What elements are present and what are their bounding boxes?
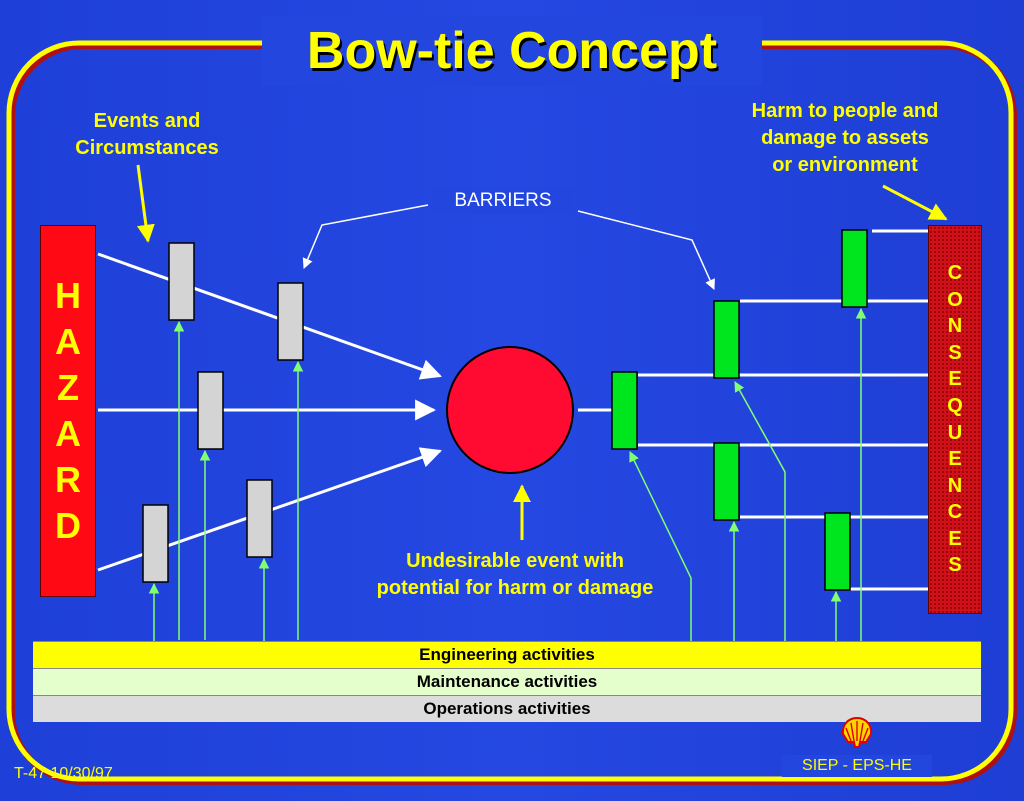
consequence-letter: O — [947, 288, 963, 311]
threat-barrier-2 — [277, 282, 304, 361]
harm-label-line-3: or environment — [772, 154, 918, 176]
harm-label: Harm to people and damage to assets or e… — [722, 98, 968, 179]
consequence-letter: C — [947, 501, 963, 524]
undesirable-label-line-1: Undesirable event with — [406, 550, 624, 572]
barriers-callout-left — [302, 204, 429, 269]
consequence-letter: E — [948, 448, 962, 471]
consequence-letter: N — [947, 315, 963, 338]
maintenance-activities-band: Maintenance activities — [33, 668, 981, 695]
harm-pointer-arrow — [882, 184, 948, 221]
consequences-box: C O N S E Q U E N C E S — [928, 225, 982, 614]
events-pointer-arrow — [136, 164, 155, 243]
consequence-letter: S — [948, 341, 962, 364]
consequence-letter: S — [948, 554, 962, 577]
barriers-callout-right — [577, 210, 715, 290]
events-label: Events and Circumstances — [52, 108, 242, 162]
hazard-letter: D — [55, 505, 81, 546]
hazard-letter: A — [55, 321, 81, 362]
hazard-letter: R — [55, 459, 81, 500]
activity-arrow-6 — [629, 451, 692, 665]
consequence-letter: E — [948, 368, 962, 391]
barriers-label: BARRIERS — [432, 188, 574, 214]
threat-barrier-5 — [142, 504, 169, 583]
page-title: Bow-tie Concept — [262, 16, 762, 86]
events-label-line-1: Events and — [93, 110, 201, 132]
threat-barrier-3 — [197, 371, 224, 450]
threat-barrier-4 — [246, 479, 273, 558]
hazard-letter: Z — [57, 367, 79, 408]
consequence-letter: C — [947, 261, 963, 284]
consequence-barrier-3 — [611, 371, 638, 450]
engineering-activities-band: Engineering activities — [33, 641, 981, 668]
organization-label: SIEP - EPS-HE — [782, 755, 932, 777]
consequence-letter: Q — [947, 394, 963, 417]
undesirable-label-line-2: potential for harm or damage — [376, 577, 654, 599]
activity-arrow-8 — [734, 381, 786, 692]
hazard-letter: A — [55, 413, 81, 454]
harm-label-line-2: damage to assets — [761, 127, 929, 149]
consequence-barrier-1 — [841, 229, 868, 308]
slide-reference: T-47 10/30/97 — [14, 765, 113, 782]
events-label-line-2: Circumstances — [75, 137, 219, 159]
consequence-barrier-2 — [713, 300, 740, 379]
consequence-letter: U — [947, 421, 963, 444]
operations-activities-band: Operations activities — [33, 695, 981, 722]
harm-label-line-1: Harm to people and — [751, 100, 939, 122]
consequence-letter: N — [947, 474, 963, 497]
threat-barrier-1 — [168, 242, 195, 321]
consequence-barrier-5 — [824, 512, 851, 591]
consequence-barrier-4 — [713, 442, 740, 521]
shell-logo-icon — [841, 716, 873, 748]
consequence-letter: E — [948, 527, 962, 550]
hazard-box: H A Z A R D — [40, 225, 96, 597]
hazard-letter: H — [55, 275, 81, 316]
undesirable-event-label: Undesirable event with potential for har… — [330, 548, 700, 602]
threat-line-1 — [97, 252, 442, 380]
top-event-circle — [446, 346, 574, 474]
